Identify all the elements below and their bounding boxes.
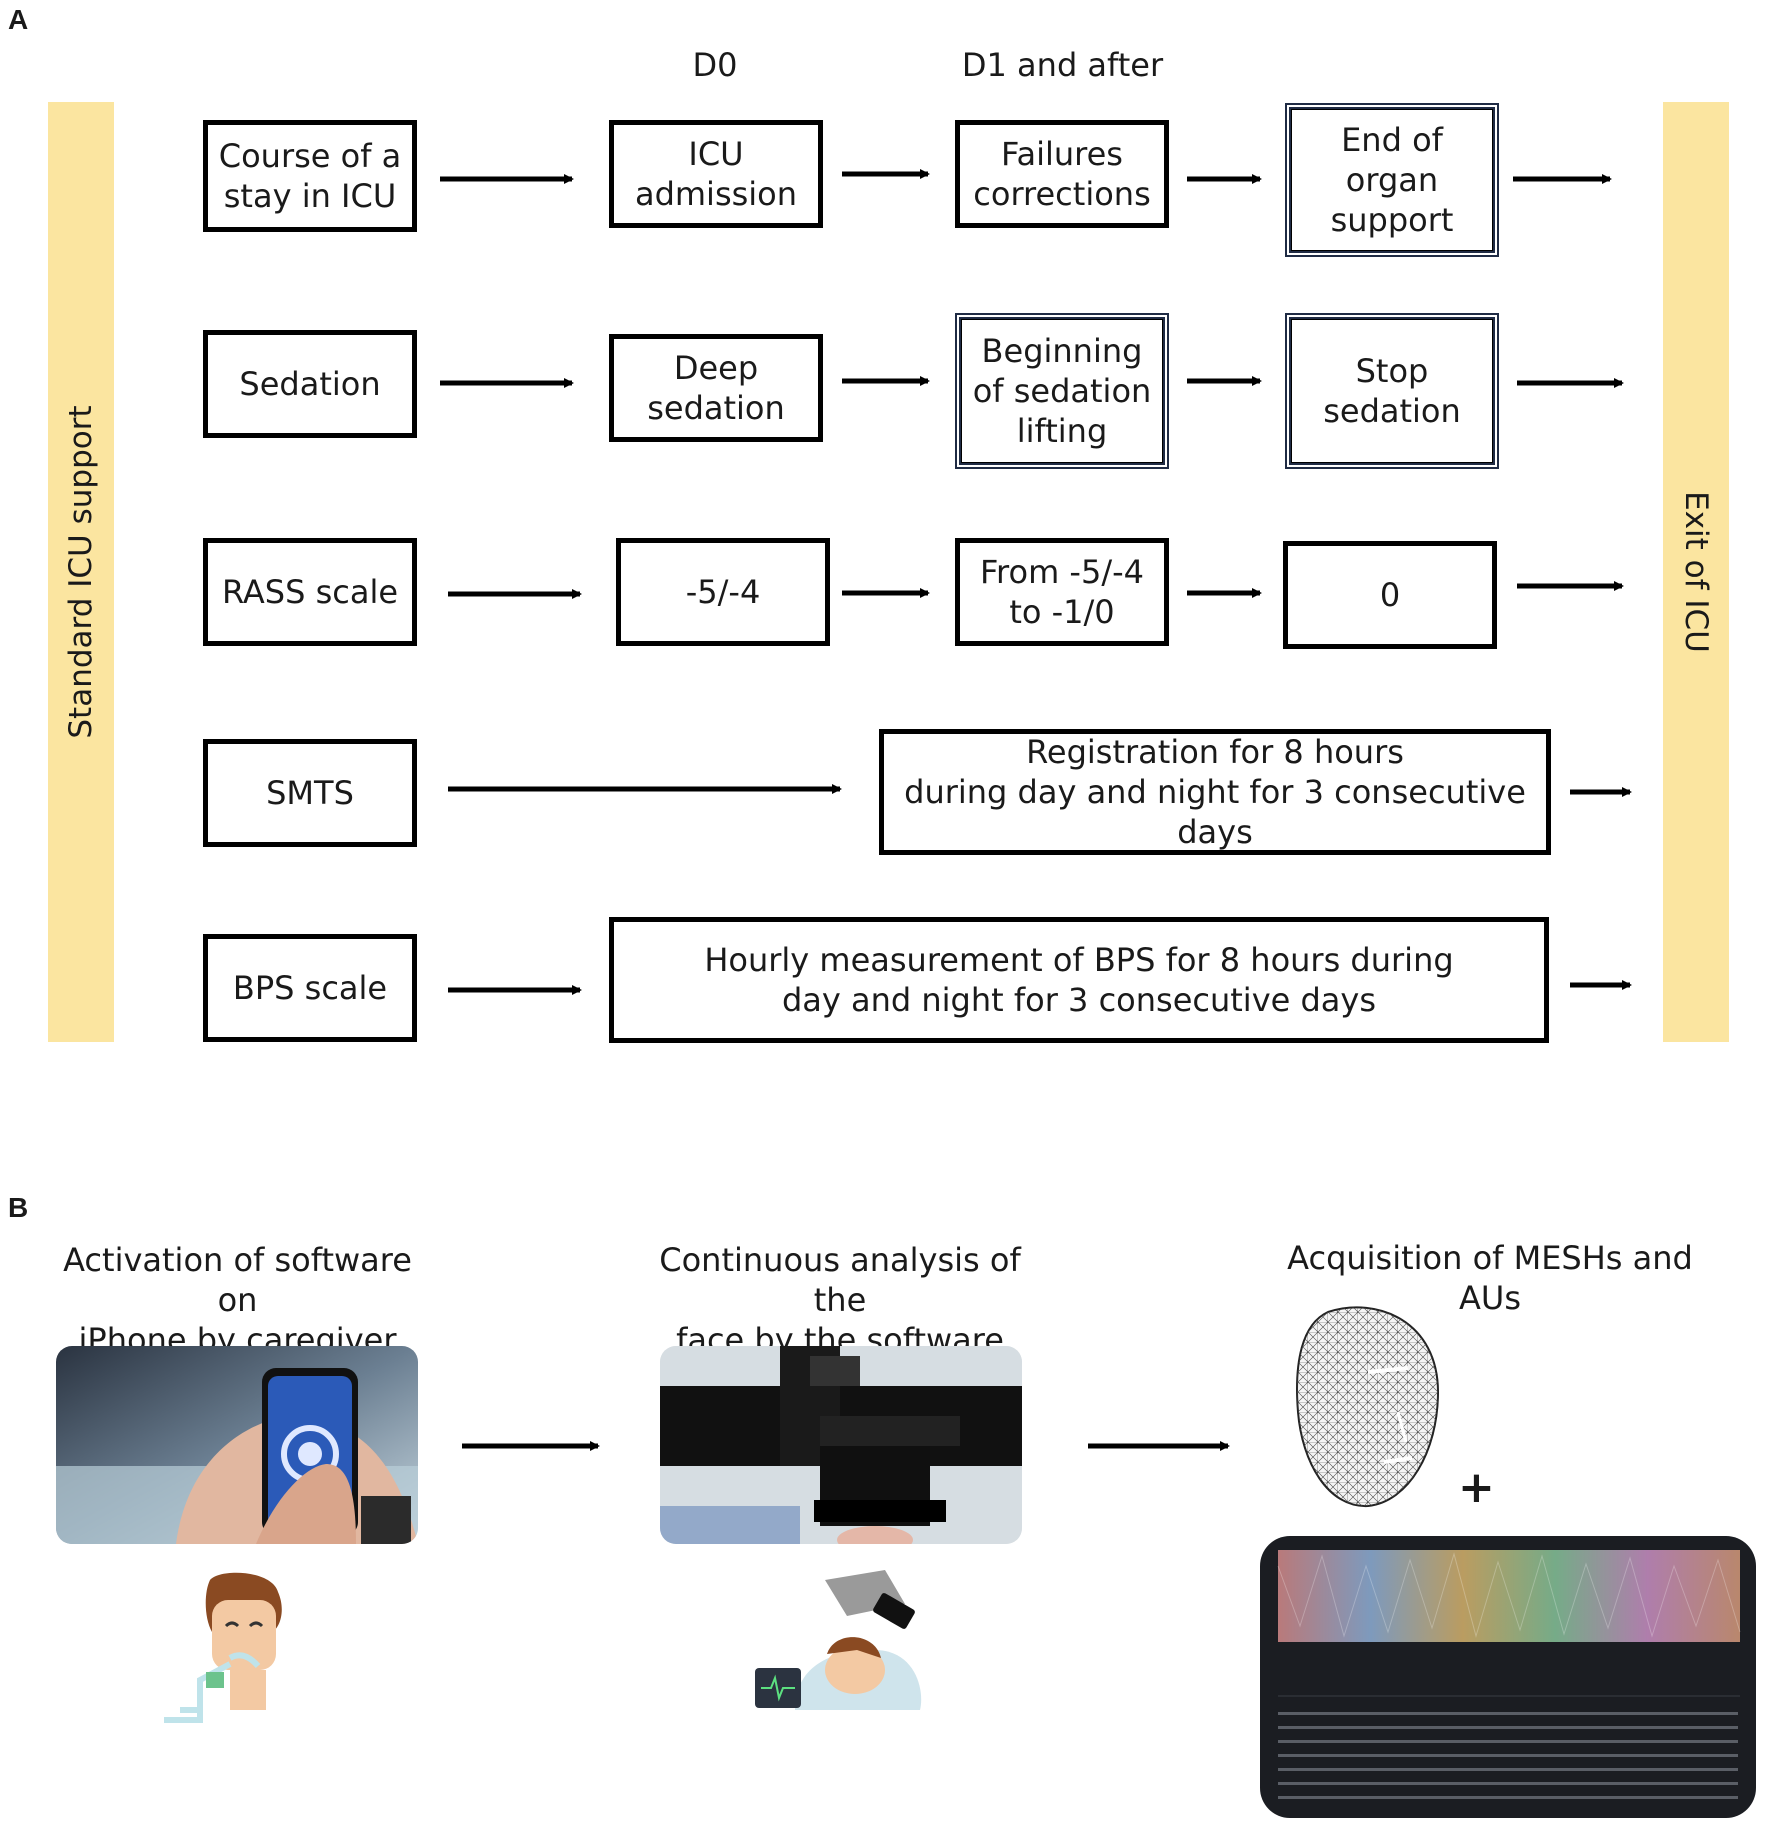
step-rass-end: 0 [1283, 541, 1497, 649]
row-label-rass: RASS scale [203, 538, 417, 646]
step-rass-d1: From -5/-4 to -1/0 [955, 538, 1169, 646]
intubated-patient-illustration [160, 1570, 300, 1730]
caption-analysis: Continuous analysis of the face by the s… [659, 1241, 1021, 1359]
left-bar: Standard ICU support [48, 102, 114, 1042]
plus-sign: + [1458, 1462, 1495, 1513]
au-chart-screenshot [1260, 1536, 1756, 1818]
row-label-sedation: Sedation [203, 330, 417, 438]
step-failures-corrections: Failures corrections [955, 120, 1169, 228]
step-beginning-sedation-lifting: Beginning of sedation lifting [955, 313, 1169, 469]
panel-a-letter: A [8, 4, 29, 35]
right-bar: Exit of ICU [1663, 102, 1729, 1042]
row-label-smts: SMTS [203, 739, 417, 847]
patient-monitor-illustration [755, 1570, 925, 1720]
panel-b-letter: B [8, 1192, 29, 1223]
caption-acquisition: Acquisition of MESHs and AUs [1287, 1239, 1693, 1317]
mounted-phone-photo [660, 1346, 1022, 1544]
row-label-bps: BPS scale [203, 934, 417, 1042]
step-icu-admission: ICU admission [609, 120, 823, 228]
step-rass-d0: -5/-4 [616, 538, 830, 646]
row-label-course: Course of a stay in ICU [203, 120, 417, 232]
step-bps-measurement: Hourly measurement of BPS for 8 hours du… [609, 917, 1549, 1043]
step-smts-registration: Registration for 8 hours during day and … [879, 729, 1551, 855]
step-stop-sedation: Stop sedation [1285, 313, 1499, 469]
iphone-photo [56, 1346, 418, 1544]
day-label-d1: D1 and after [961, 46, 1164, 84]
caption-activation: Activation of software on iPhone by care… [63, 1241, 412, 1359]
step-end-organ-support: End of organ support [1285, 103, 1499, 257]
day-label-d0: D0 [692, 46, 738, 84]
panel-a-arrows [440, 169, 1632, 995]
face-mesh-image [1288, 1302, 1448, 1512]
step-deep-sedation: Deep sedation [609, 334, 823, 442]
panel-b-arrows [462, 1441, 1230, 1451]
